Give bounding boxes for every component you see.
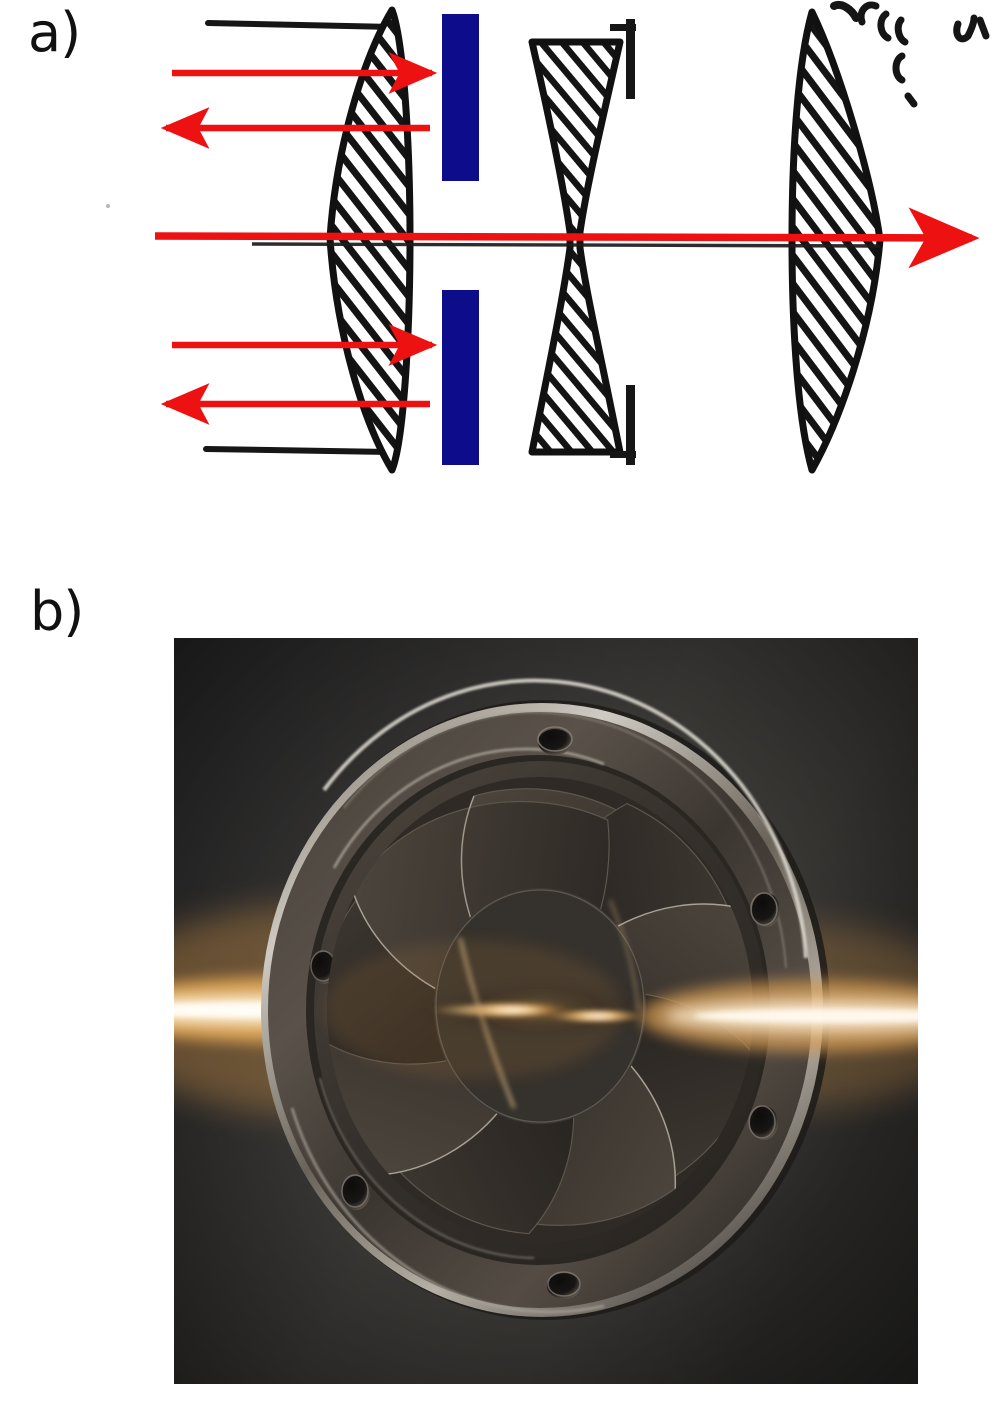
iris-diaphragm-render [174, 638, 918, 1384]
handwriting-artifacts [830, 1, 990, 108]
aperture-stop-blade [442, 14, 479, 465]
aperture-flare [420, 984, 660, 1036]
screw-hole [547, 1271, 581, 1299]
optical-axis-line [251, 242, 881, 248]
optical-axis-arrow [154, 207, 980, 269]
right-light-beam [639, 980, 918, 1052]
lens-holder-flange-top [626, 19, 635, 99]
lens-holder-flange-bottom [626, 385, 635, 465]
panel-a-optical-diagram: a) [0, 0, 1005, 560]
scan-speck [105, 203, 111, 209]
panel-b-label: b) [30, 580, 84, 643]
panel-b-aperture-render [174, 638, 918, 1384]
screw-hole [748, 1105, 778, 1140]
lens-barrel-rules [203, 20, 395, 455]
screw-hole [341, 1174, 370, 1210]
panel-a-label: a) [28, 1, 81, 64]
flange-specular-highlight [322, 678, 808, 959]
optical-diagram-svg [105, 1, 990, 474]
middle-diverging-lens [528, 19, 636, 465]
screw-hole [537, 726, 573, 755]
screw-hole [750, 892, 780, 927]
mounting-screw-holes [310, 726, 780, 1299]
